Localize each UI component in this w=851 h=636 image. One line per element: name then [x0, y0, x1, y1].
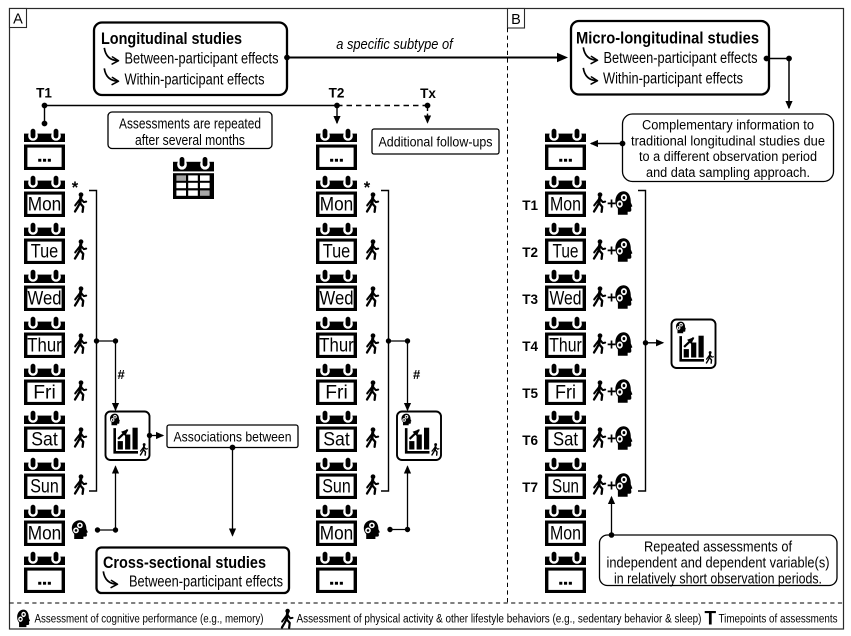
svg-text:+: +: [607, 383, 616, 400]
svg-text:Fri: Fri: [325, 382, 348, 404]
svg-text:+: +: [607, 195, 616, 212]
svg-text:Sun: Sun: [322, 476, 351, 498]
svg-text:Fri: Fri: [33, 382, 56, 404]
svg-text:Wed: Wed: [320, 288, 354, 310]
svg-text:T7: T7: [522, 480, 538, 495]
svg-text:Tue: Tue: [31, 241, 59, 263]
svg-text:+: +: [607, 336, 616, 353]
svg-text:Wed: Wed: [28, 288, 62, 310]
svg-text:Associations between: Associations between: [174, 429, 292, 445]
svg-text:Complementary information to: Complementary information to: [642, 118, 814, 133]
svg-text:Mon: Mon: [28, 523, 62, 545]
svg-text:Repeated assessments of: Repeated assessments of: [644, 539, 793, 556]
svg-text:Assessment of physical activit: Assessment of physical activity & other …: [297, 614, 702, 626]
svg-text:Additional follow-ups: Additional follow-ups: [379, 134, 493, 150]
svg-text:A: A: [13, 12, 23, 28]
svg-text:T5: T5: [522, 386, 538, 401]
svg-text:T: T: [705, 609, 717, 630]
svg-text:Sat: Sat: [553, 429, 578, 451]
svg-text:+: +: [607, 242, 616, 259]
svg-text:in relatively short observatio: in relatively short observation periods.: [614, 571, 822, 588]
svg-text:Between-participant effects: Between-participant effects: [129, 574, 283, 591]
svg-text:Timepoints of assessments: Timepoints of assessments: [719, 614, 838, 626]
svg-text:Thur: Thur: [319, 335, 354, 357]
svg-text:Thur: Thur: [549, 335, 582, 357]
svg-text:+: +: [607, 477, 616, 494]
svg-text:Mon: Mon: [550, 523, 581, 545]
svg-text:Tx: Tx: [420, 86, 436, 101]
svg-text:T3: T3: [522, 292, 538, 307]
svg-text:Wed: Wed: [550, 288, 582, 310]
svg-text:T4: T4: [522, 339, 538, 354]
svg-text:Mon: Mon: [28, 194, 62, 216]
svg-text:+: +: [607, 289, 616, 306]
svg-text:*: *: [364, 179, 371, 197]
svg-text:Sat: Sat: [323, 429, 350, 451]
svg-text:traditional longitudinal studi: traditional longitudinal studies due: [631, 133, 825, 148]
svg-text:Cross-sectional studies: Cross-sectional studies: [103, 553, 266, 572]
svg-text:Tue: Tue: [553, 241, 579, 263]
svg-text:#: #: [118, 367, 126, 382]
svg-text:T2: T2: [522, 245, 538, 260]
svg-text:T6: T6: [522, 433, 538, 448]
svg-text:Within-participant effects: Within-participant effects: [603, 71, 743, 88]
svg-text:B: B: [511, 12, 521, 28]
svg-text:Thur: Thur: [27, 335, 62, 357]
svg-text:Sun: Sun: [552, 476, 579, 498]
svg-text:T1: T1: [522, 198, 538, 213]
svg-text:Assessment of cognitive perfor: Assessment of cognitive performance (e.g…: [35, 614, 264, 626]
svg-text:a specific subtype of: a specific subtype of: [336, 37, 454, 53]
svg-text:Sat: Sat: [31, 429, 58, 451]
svg-text:#: #: [413, 367, 421, 382]
svg-text:Between-participant effects: Between-participant effects: [125, 51, 279, 68]
svg-text:Between-participant effects: Between-participant effects: [604, 50, 758, 67]
svg-text:to a different observation per: to a different observation period: [639, 149, 817, 164]
svg-text:and data sampling approach.: and data sampling approach.: [646, 165, 810, 180]
svg-text:after several months: after several months: [135, 133, 245, 149]
svg-text:Mon: Mon: [320, 194, 354, 216]
svg-text:Mon: Mon: [550, 194, 581, 216]
svg-text:+: +: [607, 430, 616, 447]
svg-text:T1: T1: [36, 86, 52, 101]
svg-text:T2: T2: [329, 86, 345, 101]
svg-text:*: *: [72, 179, 79, 197]
svg-text:Assessments are repeated: Assessments are repeated: [119, 116, 261, 132]
svg-text:Micro-longitudinal studies: Micro-longitudinal studies: [576, 29, 759, 48]
svg-text:Fri: Fri: [555, 382, 576, 404]
svg-text:Mon: Mon: [320, 523, 354, 545]
svg-text:Tue: Tue: [323, 241, 351, 263]
svg-text:independent and dependent vari: independent and dependent variable(s): [607, 555, 830, 572]
svg-text:Within-participant effects: Within-participant effects: [125, 72, 265, 89]
svg-text:Longitudinal studies: Longitudinal studies: [101, 29, 242, 48]
svg-text:Sun: Sun: [30, 476, 59, 498]
